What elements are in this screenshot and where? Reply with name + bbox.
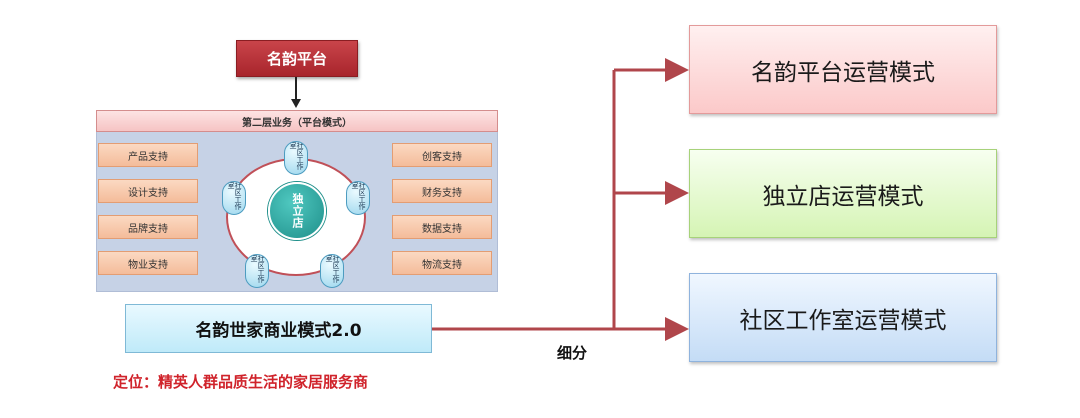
layer-title-bar: 第二层业务（平台模式） (96, 110, 498, 132)
support-item-product: 产品支持 (98, 143, 198, 167)
support-item-maker: 创客支持 (392, 143, 492, 167)
subdivide-label: 细分 (556, 343, 587, 362)
support-item-logistics: 物流支持 (392, 251, 492, 275)
support-item-finance: 财务支持 (392, 179, 492, 203)
down-arrow-icon (291, 77, 301, 108)
support-item-design: 设计支持 (98, 179, 198, 203)
mode-box-platform: 名韵平台运营模式 (689, 25, 997, 114)
platform-box: 名韵平台 (236, 40, 358, 77)
business-model-box: 名韵世家商业模式2.0 (125, 304, 432, 353)
center-independent-store: 独立店 (268, 182, 326, 240)
studio-node-top: 社区工作室 (284, 141, 308, 175)
studio-node-bottom-right: 社区工作室 (320, 254, 344, 288)
studio-node-bottom-left: 社区工作室 (245, 254, 269, 288)
mode-box-independent-store: 独立店运营模式 (689, 149, 997, 238)
support-item-data: 数据支持 (392, 215, 492, 239)
studio-node-left: 社区工作室 (222, 181, 246, 215)
support-item-brand: 品牌支持 (98, 215, 198, 239)
studio-node-right: 社区工作室 (346, 181, 370, 215)
support-item-property: 物业支持 (98, 251, 198, 275)
mode-box-community-studio: 社区工作室运营模式 (689, 273, 997, 362)
positioning-text: 定位：精英人群品质生活的家居服务商 (113, 372, 369, 391)
